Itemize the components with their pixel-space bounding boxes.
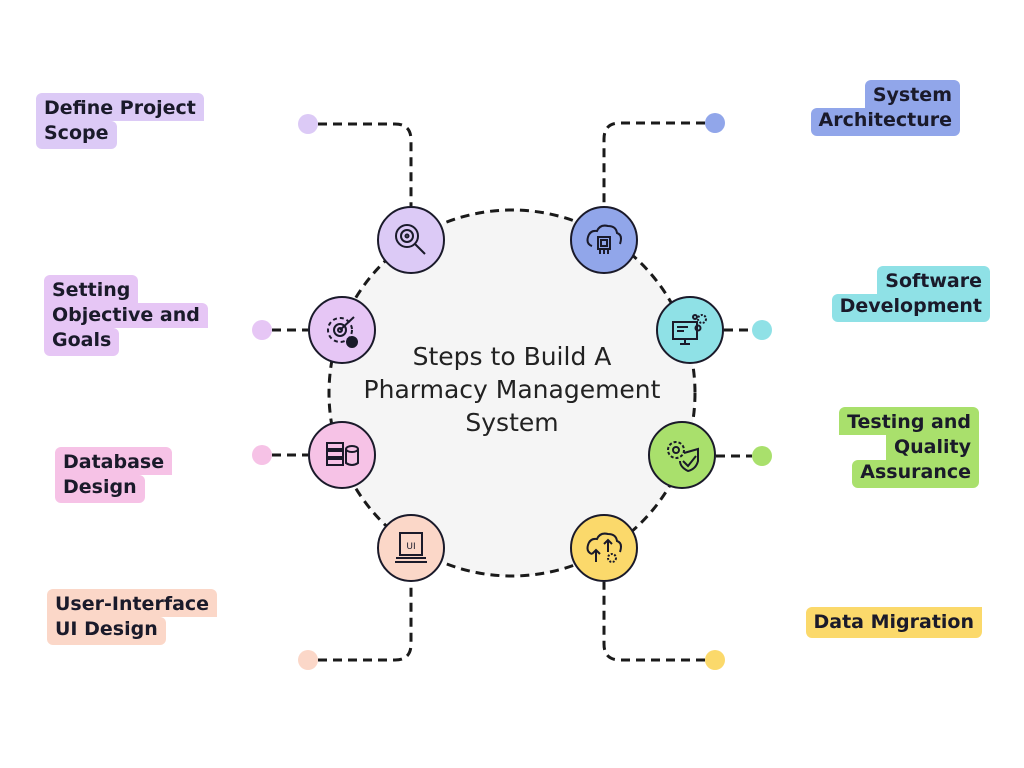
step-label-system-architecture: System Architecture [810,80,960,136]
connector-5 [602,121,705,206]
ui-icon-text: UI [406,542,415,552]
connector-4 [318,582,413,662]
label-line: System [864,80,960,108]
cloud-chip-icon [570,206,638,274]
dot-6 [752,320,772,340]
search-target-icon [377,206,445,274]
label-line: Testing and [839,407,979,435]
label-line: Define Project [36,93,204,121]
diagram-title: Steps to Build A Pharmacy Management Sys… [332,340,692,439]
label-line: Setting [44,275,139,303]
label-line: Database [55,447,173,475]
label-line: Goals [44,328,120,356]
dot-3 [252,445,272,465]
database-server-icon [308,421,376,489]
gear-shield-check-icon [648,421,716,489]
label-line: Quality [886,435,979,460]
title-line: Steps to Build A [412,342,612,371]
step-label-database-design: Database Design [55,447,173,503]
center-circle [327,208,697,578]
label-line: Design [55,475,145,503]
step-label-testing-quality: Testing and Quality Assurance [839,407,979,488]
label-line: Architecture [810,108,960,136]
label-line: User-Interface [47,589,218,617]
step-label-software-development: Software Development [831,266,990,322]
target-arrow-icon [308,296,376,364]
dot-2 [252,320,272,340]
dot-4 [298,650,318,670]
label-line: Assurance [852,460,979,488]
ui-window-icon: UI [377,514,445,582]
step-label-define-project-scope: Define Project Scope [36,93,204,149]
title-line: Pharmacy Management [363,375,661,404]
step-label-ui-design: User-Interface UI Design [47,589,218,645]
label-line: Objective and [44,303,208,328]
label-line: UI Design [47,617,166,645]
label-line: Development [831,294,990,322]
dot-1 [298,114,318,134]
monitor-gears-icon [656,296,724,364]
dot-8 [705,650,725,670]
title-line: System [465,408,559,437]
step-label-data-migration: Data Migration [805,607,982,638]
connector-1 [318,122,413,206]
cloud-upload-icon [570,514,638,582]
dot-7 [752,446,772,466]
label-line: Data Migration [805,607,982,638]
dot-5 [705,113,725,133]
label-line: Scope [36,121,117,149]
connector-8 [602,582,705,662]
step-label-setting-objective: Setting Objective and Goals [44,275,208,356]
label-line: Software [877,266,990,294]
